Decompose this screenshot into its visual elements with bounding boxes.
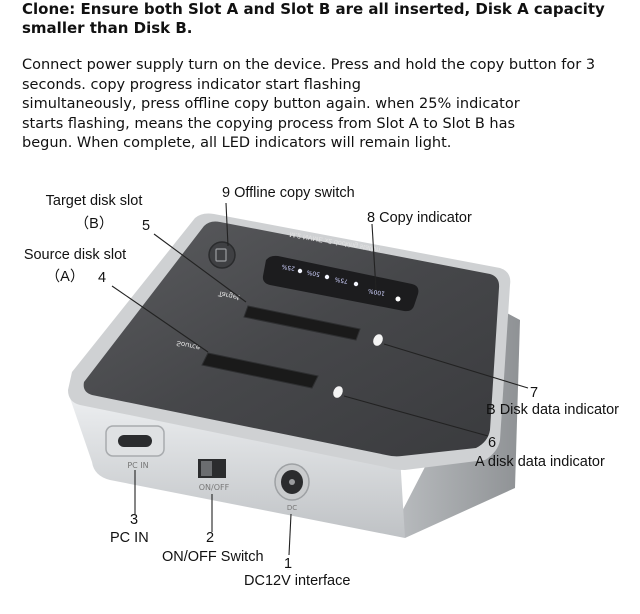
port-label-on-off: ON/OFF [199, 483, 230, 492]
instruction-line: simultaneously, press offline copy butto… [22, 96, 520, 112]
led-label: 100% [367, 287, 385, 297]
label-offline-copy-switch: 9 Offline copy switch [222, 185, 355, 201]
port-label-dc: DC [287, 504, 297, 512]
leader-line [153, 233, 247, 303]
dc-pin [289, 479, 295, 485]
label-target-slot-id: （B） [74, 216, 114, 232]
callout-number: 7 [530, 385, 539, 401]
led-label: 25% [281, 263, 296, 272]
label-a-disk-indicator: A disk data indicator [475, 454, 605, 470]
label-target-slot: Target disk slot [45, 193, 143, 209]
led-indicator [324, 274, 330, 280]
callout-number: 4 [98, 270, 107, 286]
leader-lines [111, 202, 529, 556]
callout-number: 2 [206, 530, 215, 546]
instruction-line: seconds. copy progress indicator start f… [22, 76, 361, 93]
label-pc-in: PC IN [110, 530, 149, 546]
label-source-slot-id: （A） [45, 269, 85, 285]
offline-copy-button[interactable] [208, 241, 236, 269]
led-indicator [395, 296, 401, 302]
device-top [83, 221, 500, 457]
leader-line [343, 395, 489, 437]
leader-line [111, 285, 209, 353]
docking-station: M.2 NVME x2 docking station 25% 50% 75% … [68, 213, 520, 538]
power-switch[interactable] [201, 461, 212, 476]
callout-number: 3 [130, 512, 139, 528]
instruction-line: begun. When complete, all LED indicators… [22, 135, 452, 151]
usb-c-port[interactable] [118, 435, 152, 447]
leader-line [225, 202, 229, 247]
leader-line [371, 223, 377, 291]
slot-a [201, 352, 319, 389]
instructions: Connect power supply turn on the device.… [22, 56, 622, 154]
led-panel [262, 255, 419, 312]
callout-number: 5 [142, 218, 151, 234]
page-title: Clone: Ensure both Slot A and Slot B are… [22, 0, 605, 37]
port-label-pc-in: PC IN [127, 461, 148, 470]
instruction-line: Connect power supply turn on the device.… [22, 57, 596, 73]
label-copy-indicator: 8 Copy indicator [367, 210, 472, 226]
leader-line [288, 513, 292, 556]
led-label: 75% [334, 275, 349, 284]
leader-line [383, 343, 529, 389]
callout-number: 6 [488, 435, 497, 451]
label-source-slot: Source disk slot [23, 247, 127, 263]
led-label: 50% [306, 268, 321, 277]
b-disk-led [373, 334, 383, 346]
slot-b [243, 305, 361, 341]
led-indicator [297, 268, 303, 274]
label-on-off-switch: ON/OFF Switch [162, 549, 264, 565]
copy-icon [215, 248, 227, 262]
label-b-disk-indicator: B Disk data indicator [486, 402, 619, 418]
a-disk-led [333, 386, 343, 398]
instruction-line: starts flashing, means the copying proce… [22, 115, 516, 132]
led-indicator [353, 281, 359, 287]
callout-number: 1 [284, 556, 293, 572]
label-dc12v-interface: DC12V interface [244, 573, 351, 589]
